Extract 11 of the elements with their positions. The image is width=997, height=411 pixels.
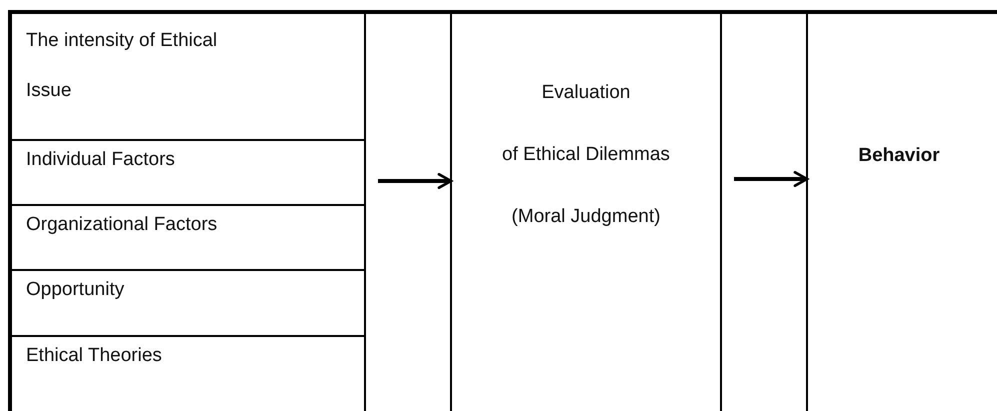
process-text: of Ethical Dilemmas (501, 143, 671, 167)
factor-label: Opportunity (26, 279, 124, 301)
factor-label: The intensity of Ethical Issue (26, 29, 218, 103)
arrow (734, 171, 808, 187)
process-text: (Moral Judgment) (510, 205, 662, 229)
factor-label: Individual Factors (26, 149, 175, 171)
factor-label: Organizational Factors (26, 214, 218, 236)
factor-label: Ethical Theories (26, 345, 162, 367)
process-text: Evaluation (540, 81, 632, 105)
arrow (378, 173, 452, 189)
outcome-label: Behavior (857, 144, 941, 168)
